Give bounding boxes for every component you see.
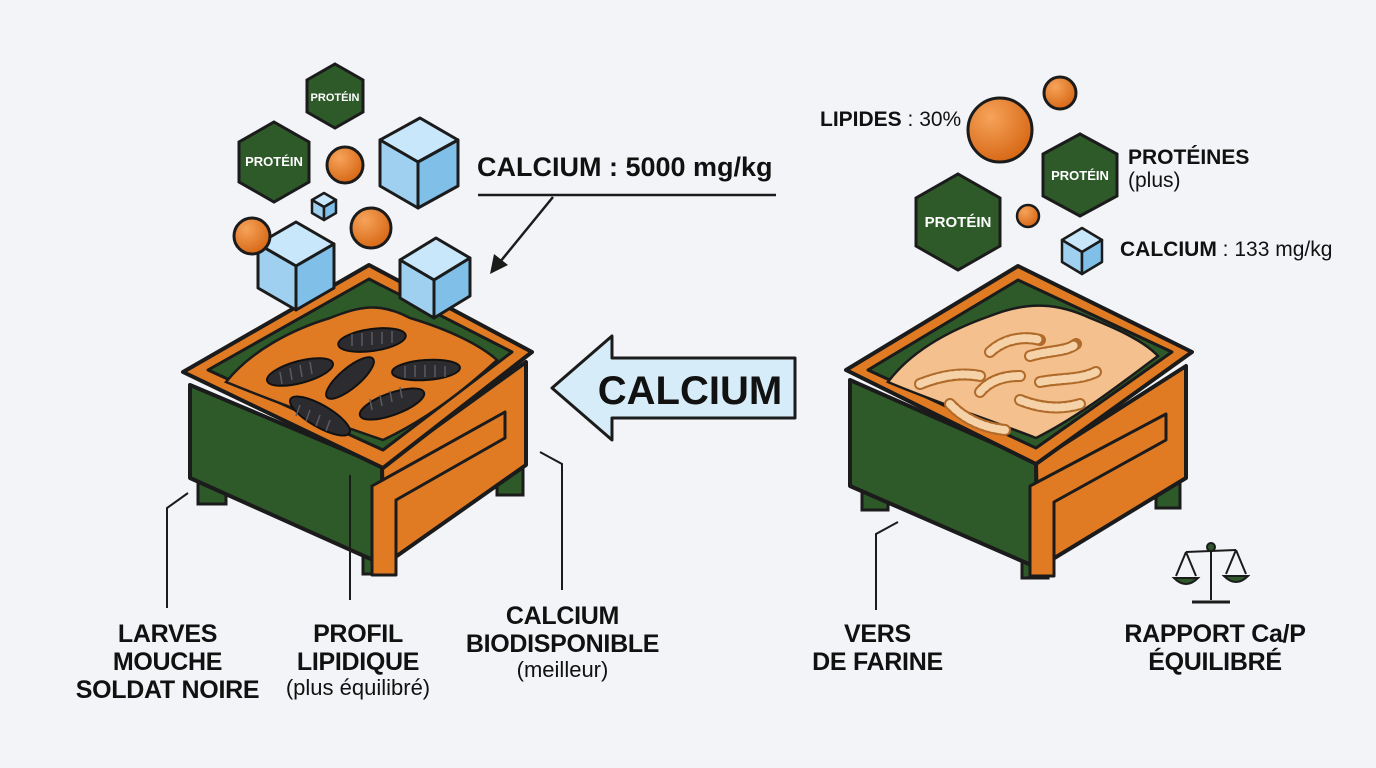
calcium-callout-arrowhead <box>490 254 508 274</box>
right-calcium-label: CALCIUM : 133 mg/kg <box>1120 238 1333 261</box>
calcium-cube <box>378 116 460 210</box>
label-black-soldier-fly: LARVES MOUCHE SOLDAT NOIRE <box>75 620 260 704</box>
svg-text:PROTÉIN: PROTÉIN <box>1051 168 1109 183</box>
svg-text:PROTÉIN: PROTÉIN <box>245 154 303 169</box>
calcium-callout-pointer <box>499 196 554 263</box>
lipid-ball <box>966 96 1034 164</box>
calcium-cube <box>256 220 336 312</box>
svg-text:PROTÉIN: PROTÉIN <box>311 91 360 104</box>
protein-hexagon: PROTÉIN <box>305 62 365 130</box>
left-leader-lines <box>166 451 563 608</box>
right-nutrients: PROTÉIN PROTÉIN <box>914 75 1119 276</box>
calcium-cube <box>398 236 472 320</box>
mealworm-segments <box>916 334 1100 434</box>
right-leader-lines <box>875 521 899 610</box>
left-nutrients: PROTÉIN PROTÉIN <box>232 62 776 320</box>
left-calcium-callout: CALCIUM : 5000 mg/kg <box>477 152 773 182</box>
lipid-ball <box>1015 203 1041 229</box>
balance-scale-icon <box>1171 542 1251 604</box>
lipid-ball <box>349 206 393 250</box>
label-ca-p-ratio: RAPPORT Ca/P ÉQUILIBRÉ <box>1124 620 1306 676</box>
calcium-transfer-arrow: CALCIUM <box>550 334 797 442</box>
left-bin <box>181 263 534 577</box>
svg-text:PROTÉIN: PROTÉIN <box>925 214 992 231</box>
protein-hexagon: PROTÉIN <box>1041 132 1119 218</box>
lipid-ball <box>325 145 365 185</box>
black-soldier-fly-larvae <box>266 327 461 437</box>
arrow-label: CALCIUM <box>598 369 782 413</box>
right-bin-panel <box>1028 412 1168 578</box>
calcium-cube <box>310 191 338 222</box>
right-bin <box>844 264 1194 580</box>
protein-hexagon: PROTÉIN <box>237 120 311 204</box>
label-mealworms: VERS DE FARINE <box>812 620 943 676</box>
label-lipid-profile: PROFIL LIPIDIQUE (plus équilibré) <box>285 620 431 700</box>
proteines-label: PROTÉINES(plus) <box>1128 146 1250 193</box>
protein-hexagon: PROTÉIN <box>914 172 1002 272</box>
lipid-ball <box>232 216 272 256</box>
lipides-label: LIPIDES : 30% <box>820 108 962 131</box>
left-bin-panel <box>370 410 507 577</box>
calcium-cube <box>1060 226 1104 276</box>
larva-segments <box>279 331 446 432</box>
lipid-ball <box>1042 75 1078 111</box>
label-bioavailable-calcium: CALCIUM BIODISPONIBLE (meilleur) <box>465 602 660 682</box>
